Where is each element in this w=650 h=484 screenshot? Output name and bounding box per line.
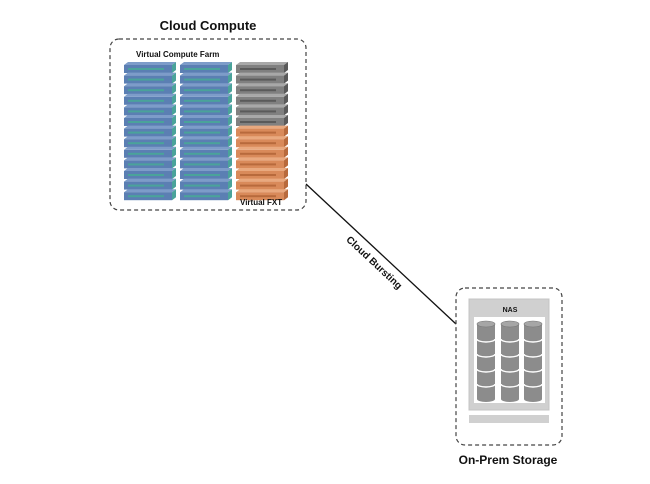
- fxt-server-unit: [236, 178, 288, 190]
- compute-server-unit: [124, 168, 176, 179]
- nas-disk-cylinder: [476, 320, 496, 402]
- onprem-storage-border: [455, 287, 563, 446]
- compute-server-unit: [180, 157, 232, 169]
- compute-server-unit: [180, 168, 232, 179]
- server-unit: [236, 115, 288, 126]
- compute-server-unit: [180, 146, 232, 158]
- nas-disk-cylinder: [523, 320, 543, 402]
- fxt-server-unit: [236, 136, 288, 148]
- server-unit: [236, 72, 288, 84]
- compute-server-unit: [124, 189, 176, 201]
- server-unit: [236, 93, 288, 105]
- cloud-compute-title: Cloud Compute: [160, 18, 257, 33]
- compute-server-unit: [180, 125, 232, 137]
- compute-server-unit: [180, 136, 232, 148]
- onprem-storage-group: NAS On-Prem Storage: [455, 287, 563, 467]
- virtual-fxt-label: Virtual FXT: [240, 198, 282, 207]
- server-unit: [236, 83, 288, 95]
- cloud-bursting-label: Cloud Bursting: [344, 235, 404, 292]
- compute-server-unit: [180, 104, 232, 116]
- compute-server-unit: [124, 62, 176, 73]
- server-unit: [236, 104, 288, 116]
- compute-server-unit: [124, 115, 176, 126]
- compute-server-unit: [180, 72, 232, 84]
- onprem-storage-title: On-Prem Storage: [459, 453, 558, 467]
- fxt-server-unit: [236, 157, 288, 169]
- compute-server-unit: [180, 93, 232, 105]
- cloud-compute-border: [109, 38, 307, 211]
- fxt-server-unit: [236, 125, 288, 137]
- nas-disk-cylinder: [500, 320, 520, 402]
- compute-server-unit: [124, 136, 176, 148]
- compute-server-unit: [124, 83, 176, 95]
- compute-server-unit: [180, 83, 232, 95]
- compute-server-unit: [180, 189, 232, 201]
- compute-server-unit: [180, 62, 232, 73]
- compute-server-unit: [180, 115, 232, 126]
- fxt-server-unit: [236, 146, 288, 158]
- cloud-bursting-line: [305, 183, 457, 325]
- compute-server-unit: [124, 104, 176, 116]
- compute-server-unit: [124, 146, 176, 158]
- compute-server-unit: [124, 178, 176, 190]
- server-racks: [124, 62, 288, 201]
- compute-server-unit: [124, 93, 176, 105]
- fxt-server-unit: [236, 189, 288, 201]
- compute-server-unit: [180, 178, 232, 190]
- nas-label: NAS: [503, 307, 518, 314]
- fxt-server-unit: [236, 168, 288, 179]
- compute-server-unit: [124, 157, 176, 169]
- server-unit: [236, 62, 288, 73]
- nas-disk-cylinders: [476, 320, 543, 402]
- compute-server-unit: [124, 72, 176, 84]
- nas-base-unit: [469, 415, 549, 423]
- cloud-bursting-link: Cloud Bursting: [305, 183, 457, 325]
- cloud-compute-group: Cloud Compute Virtual Compute Farm Virtu…: [109, 18, 307, 211]
- virtual-compute-farm-label: Virtual Compute Farm: [136, 50, 219, 59]
- compute-server-unit: [124, 125, 176, 137]
